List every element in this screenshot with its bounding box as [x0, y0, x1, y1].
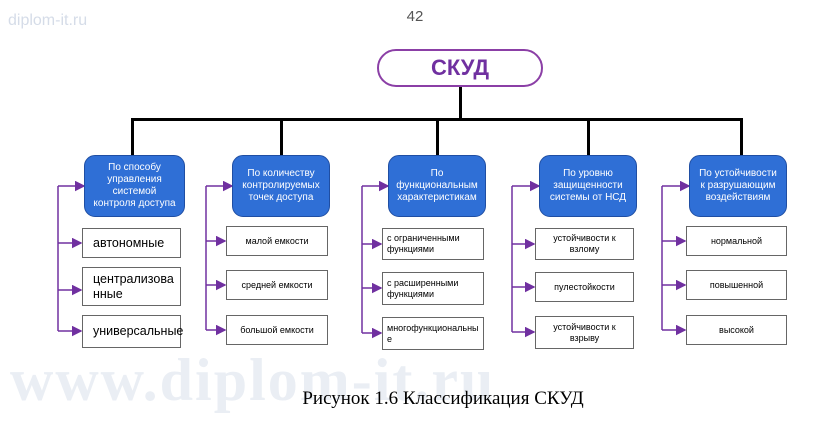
branch-2: [280, 118, 283, 156]
branch-1: [131, 118, 134, 156]
category-functional: По функциональным характеристикам: [388, 155, 486, 217]
root-stem: [459, 87, 462, 119]
site-watermark-top: diplom-it.ru: [8, 12, 88, 29]
category-protection-level: По уровню защищенности системы от НСД: [539, 155, 637, 217]
leaf-bulletproof: пулестойкости: [535, 272, 634, 302]
category-destruction-resistance: По устойчивости к разрушающим воздействи…: [689, 155, 787, 217]
figure-caption: Рисунок 1.6 Классификация СКУД: [302, 388, 584, 409]
leaf-break-in-resistance: устойчивости к взлому: [535, 228, 634, 260]
leaf-medium-capacity: средней емкости: [226, 270, 328, 300]
leaf-normal: нормальной: [686, 226, 787, 256]
branch-4: [587, 118, 590, 156]
leaf-universal: универсальные: [82, 315, 183, 348]
leaf-autonomous: автономные: [82, 228, 181, 258]
leaf-explosion-resistance: устойчивости к взрыву: [535, 316, 634, 349]
leaf-increased: повышенной: [686, 270, 787, 300]
category-control-method: По способу управления системой контроля …: [84, 155, 185, 217]
leaf-high: высокой: [686, 315, 787, 345]
site-watermark-bottom: www.diplom-it.ru: [10, 347, 496, 413]
leaf-centralized: централизованные: [82, 267, 181, 306]
branch-3: [436, 118, 439, 156]
category-access-points: По количеству контролируемых точек досту…: [232, 155, 330, 217]
branch-5: [740, 118, 743, 156]
leaf-extended-functions: с расширенными функциями: [382, 272, 484, 305]
leaf-limited-functions: с ограниченными функциями: [382, 228, 484, 260]
root-node: СКУД: [377, 49, 543, 87]
leaf-large-capacity: большой емкости: [226, 315, 328, 345]
leaf-multifunctional: многофункциональные: [382, 317, 484, 350]
page-number: 42: [406, 8, 424, 25]
leaf-small-capacity: малой емкости: [226, 226, 328, 256]
